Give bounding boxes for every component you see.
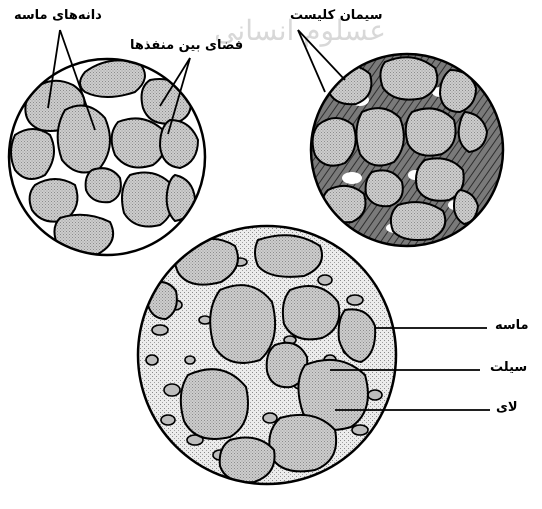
sand-grain [326, 65, 371, 104]
sand-grain [255, 235, 322, 277]
sand-grain [142, 79, 191, 124]
sand-grain [440, 70, 476, 112]
sand-grain [313, 118, 356, 166]
sand-grain [54, 215, 113, 256]
sand-grain [269, 415, 336, 472]
sand-grain [181, 369, 248, 439]
label-calcite-cement: سیمان کلیست [290, 8, 382, 23]
sand-grain [147, 282, 177, 319]
sand-grain [175, 239, 238, 285]
circle-sand-pores [9, 59, 205, 256]
circle-calcite-cemented [311, 54, 503, 246]
sand-grain [380, 57, 437, 99]
label-clay: لای [496, 400, 518, 415]
circle-sand-silt-clay [138, 226, 396, 484]
label-silt: سیلت [490, 360, 527, 375]
label-pore-space: فضای بین منفذها [130, 38, 243, 53]
sand-grain [112, 118, 166, 167]
sand-grain [220, 438, 275, 483]
label-sand: ماسه [495, 318, 529, 333]
sand-grain [391, 202, 445, 240]
sand-grain [366, 170, 403, 206]
sand-grain [356, 108, 403, 165]
sand-grain [86, 168, 121, 202]
sand-grain [210, 285, 275, 363]
sand-grain [406, 108, 456, 155]
sand-grain [58, 106, 110, 173]
sand-grain [11, 129, 54, 179]
sand-grain [283, 286, 339, 339]
label-sand-grains: دانه‌های ماسه [14, 8, 102, 23]
